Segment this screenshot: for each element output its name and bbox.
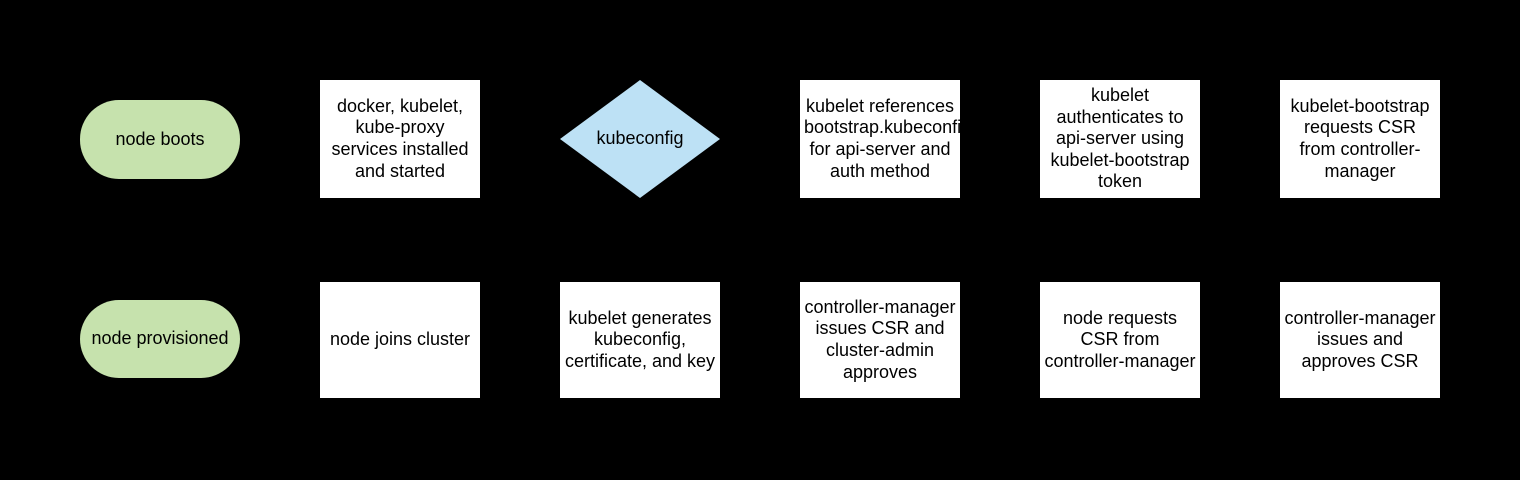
node-label: controller-manager issues CSR and cluste… <box>804 296 956 382</box>
node-label: docker, kubelet, kube-proxy services ins… <box>331 95 469 181</box>
node-label: kubelet authenticates to api-server usin… <box>1050 85 1190 192</box>
terminator-node-provisioned: node provisioned <box>80 300 240 378</box>
process-services-installed-started: docker, kubelet, kube-proxy services ins… <box>320 80 480 198</box>
terminator-node-boots: node boots <box>80 100 240 179</box>
process-kubelet-references-bootstrap-kubeconfig: kubelet references bootstrap.kubeconfig … <box>800 80 960 198</box>
process-kubelet-generates-kubeconfig: kubelet generates kubeconfig, certificat… <box>560 282 720 398</box>
node-label: node provisioned <box>91 328 229 349</box>
node-label: kubelet-bootstrap requests CSR from cont… <box>1290 95 1430 181</box>
node-label: kubelet generates kubeconfig, certificat… <box>564 307 716 371</box>
process-controller-manager-issues-approves-csr: controller-manager issues and approves C… <box>1280 282 1440 398</box>
node-label: controller-manager issues and approves C… <box>1284 307 1436 371</box>
process-kubelet-bootstrap-requests-csr: kubelet-bootstrap requests CSR from cont… <box>1280 80 1440 198</box>
node-label: node requests CSR from controller-manage… <box>1044 307 1196 371</box>
node-label: node boots <box>115 128 205 149</box>
process-controller-manager-issues-csr-cluster-admin-approves: controller-manager issues CSR and cluste… <box>800 282 960 398</box>
process-node-requests-csr: node requests CSR from controller-manage… <box>1040 282 1200 398</box>
process-node-joins-cluster: node joins cluster <box>320 282 480 398</box>
node-label: node joins cluster <box>329 329 471 350</box>
process-kubelet-authenticates-api-server: kubelet authenticates to api-server usin… <box>1040 80 1200 198</box>
node-label: kubelet references bootstrap.kubeconfig … <box>804 95 960 181</box>
node-label: kubeconfig <box>596 128 684 149</box>
decision-kubeconfig: kubeconfig <box>560 80 720 198</box>
